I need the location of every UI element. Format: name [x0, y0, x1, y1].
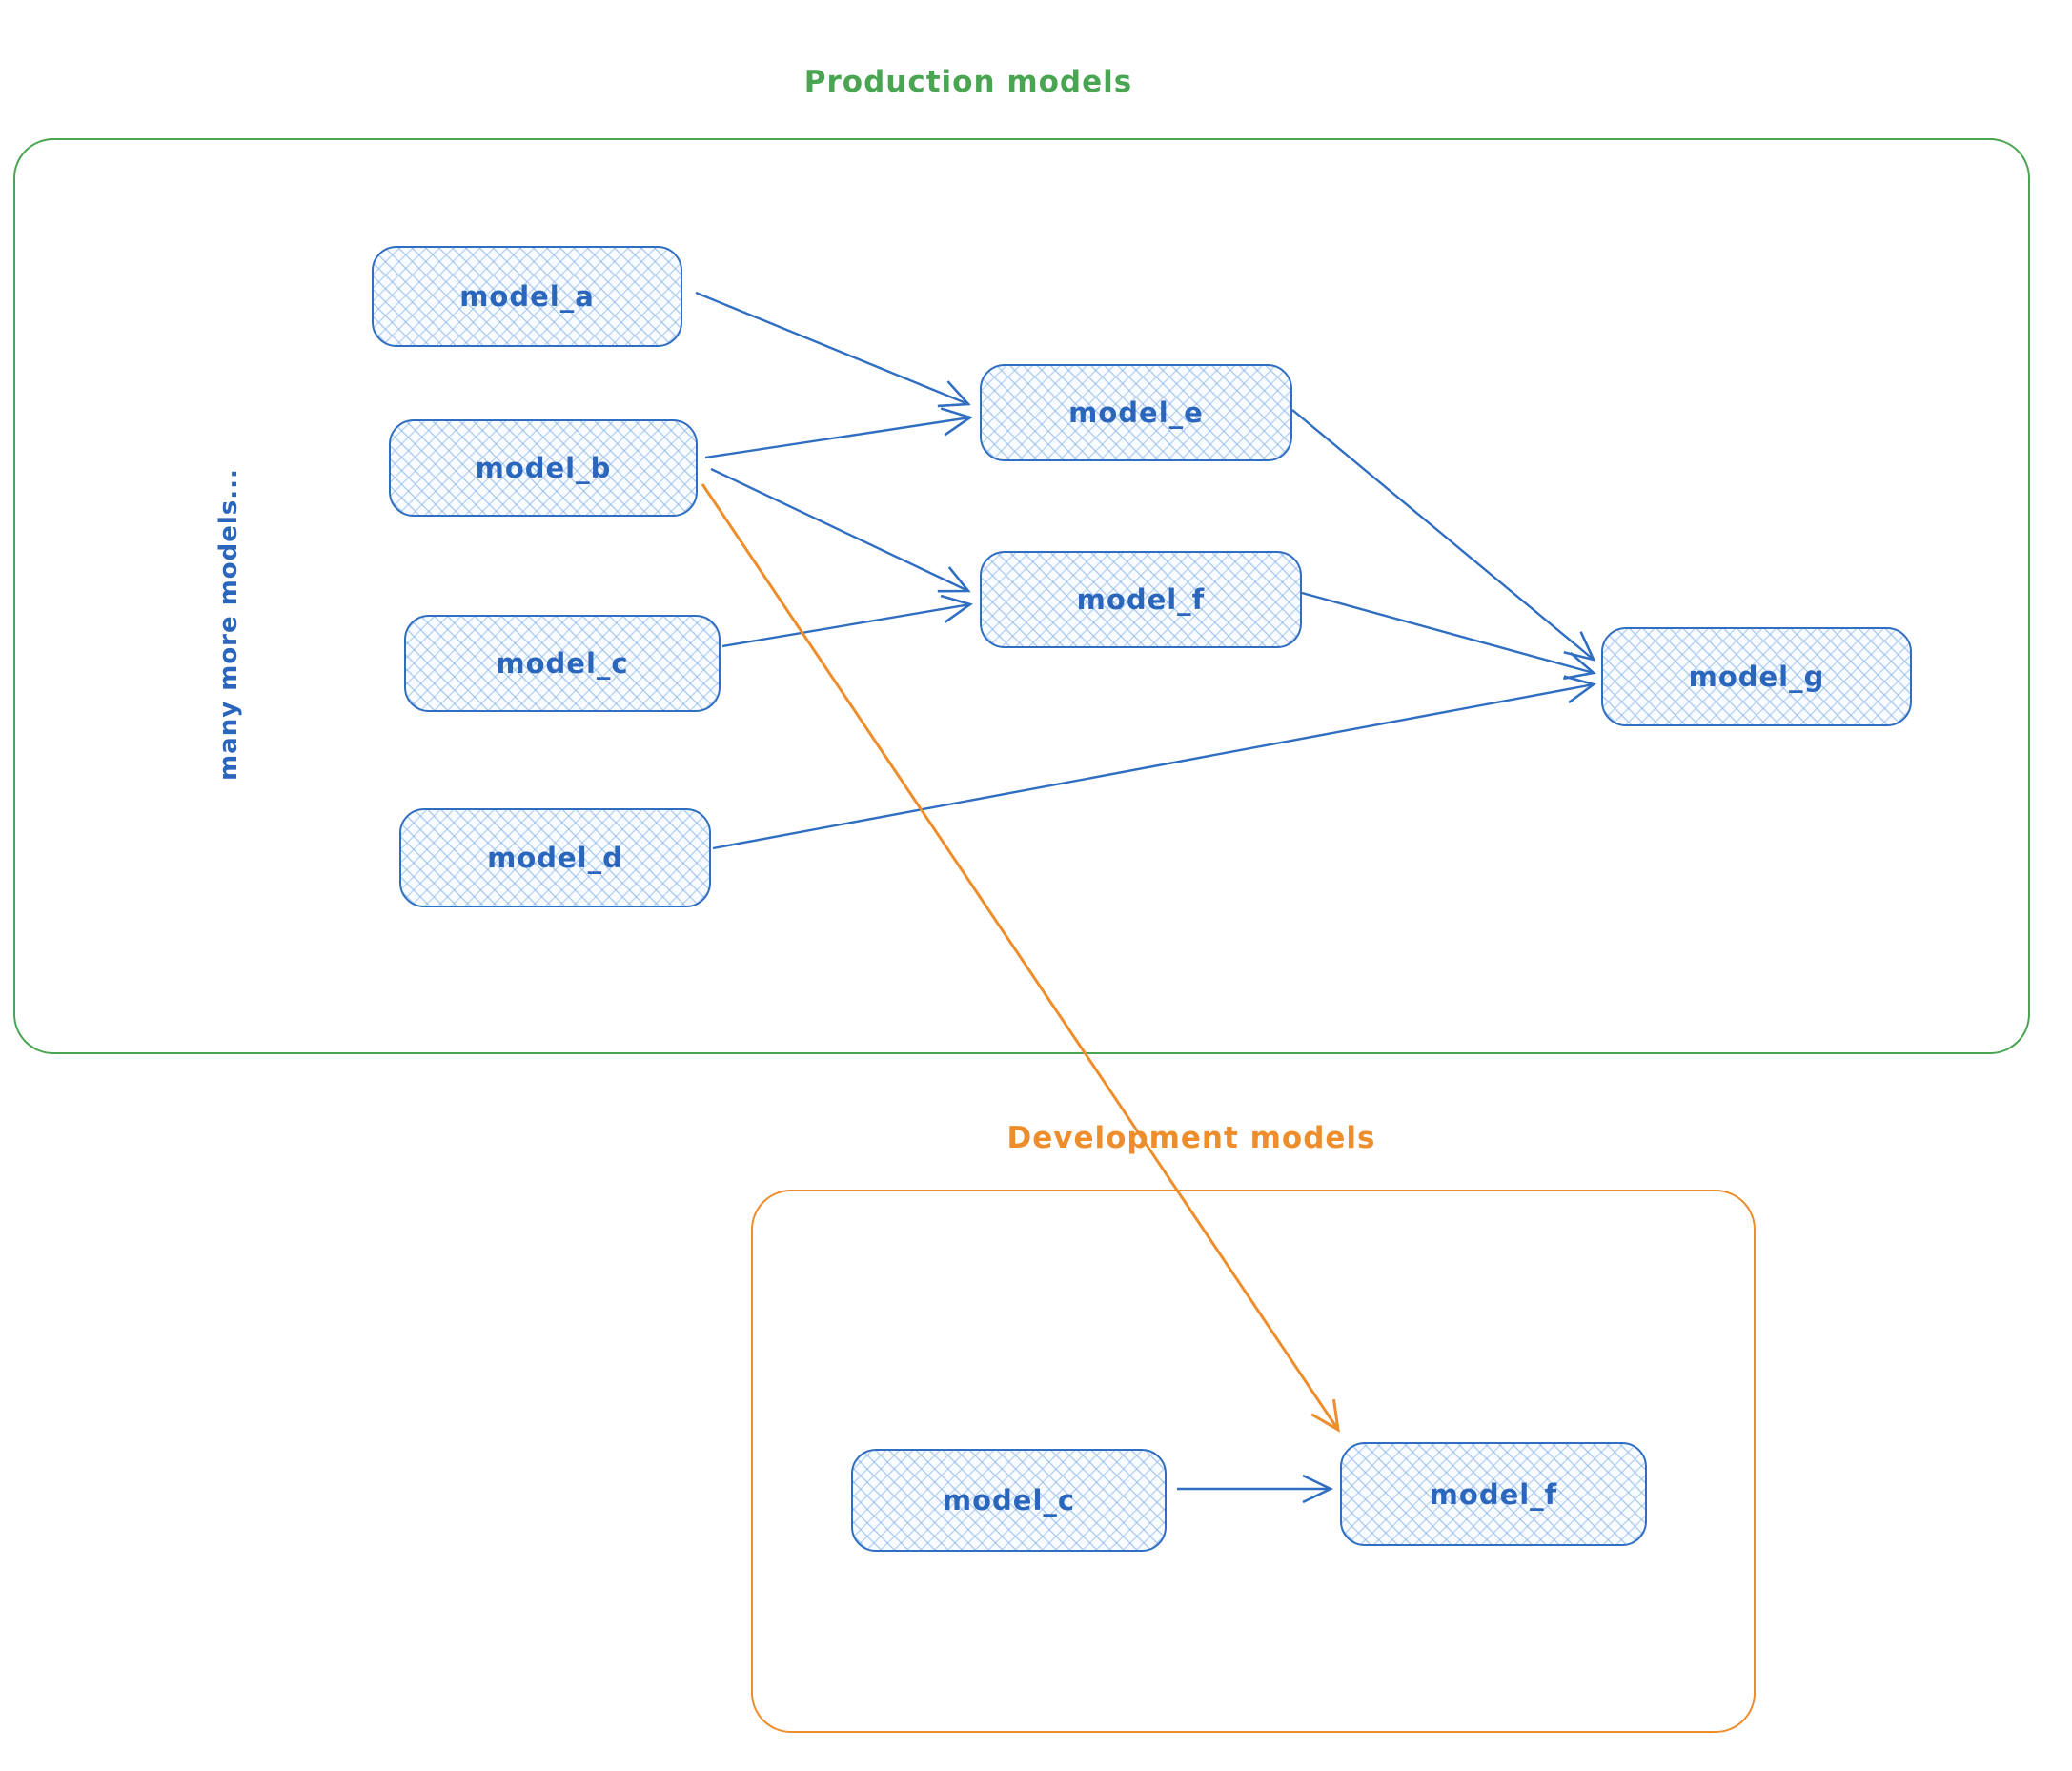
node-model-g: model_g — [1601, 627, 1912, 726]
many-more-models-note: many more models... — [214, 468, 243, 781]
node-model-c-label: model_c — [496, 647, 629, 680]
node-model-f-label: model_f — [1076, 583, 1206, 616]
node-model-d: model_d — [399, 808, 711, 907]
node-model-b-label: model_b — [475, 452, 612, 484]
node-dev-model-f-label: model_f — [1429, 1477, 1558, 1511]
production-group-title: Production models — [803, 65, 1133, 99]
node-model-e: model_e — [980, 364, 1292, 461]
node-dev-model-f: model_f — [1340, 1442, 1647, 1546]
node-model-c: model_c — [404, 615, 721, 712]
node-model-b: model_b — [389, 419, 698, 517]
node-dev-model-c-label: model_c — [942, 1484, 1076, 1517]
development-group-title: Development models — [1006, 1121, 1376, 1155]
node-model-d-label: model_d — [487, 842, 623, 874]
node-model-f: model_f — [980, 551, 1302, 648]
node-dev-model-c: model_c — [851, 1449, 1167, 1552]
node-model-e-label: model_e — [1068, 397, 1204, 429]
node-model-a-label: model_a — [459, 280, 595, 313]
node-model-a: model_a — [372, 246, 682, 347]
node-model-g-label: model_g — [1688, 661, 1825, 693]
